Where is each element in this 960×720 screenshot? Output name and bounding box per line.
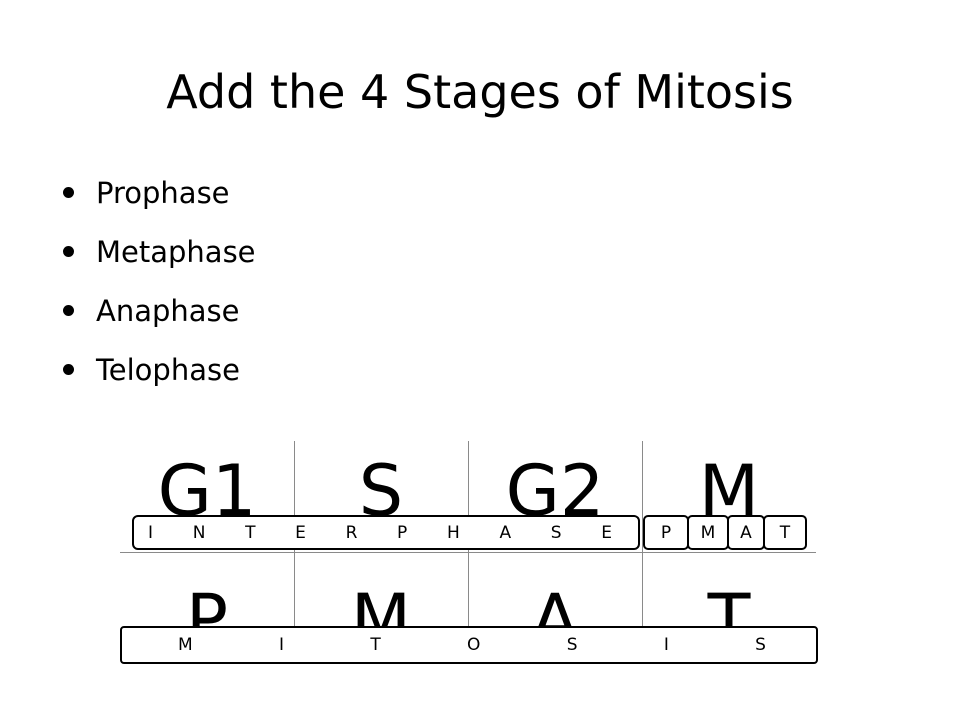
letter: S: [550, 522, 562, 543]
stage-label: Metaphase: [96, 235, 256, 269]
list-item: Prophase: [60, 176, 256, 210]
slide-title: Add the 4 Stages of Mitosis: [166, 65, 794, 119]
list-item: Anaphase: [60, 294, 256, 328]
cell-cycle-grid: [120, 441, 816, 663]
bullet-icon: [63, 246, 74, 257]
letter: M: [178, 635, 193, 655]
interphase-label-box: I N T E R P H A S E: [132, 515, 640, 550]
bullet-icon: [63, 364, 74, 375]
list-item: Metaphase: [60, 235, 256, 269]
pmat-box-t: T: [763, 515, 807, 550]
letter: M: [700, 522, 716, 543]
letter: E: [601, 522, 612, 543]
letter: P: [660, 522, 672, 543]
letter: N: [192, 522, 206, 543]
bullet-icon: [63, 187, 74, 198]
list-item: Telophase: [60, 353, 256, 387]
letter: E: [295, 522, 306, 543]
stage-label: Prophase: [96, 176, 230, 210]
bullet-icon: [63, 305, 74, 316]
letter: A: [499, 522, 512, 543]
grid-line: [120, 552, 816, 553]
letter: I: [663, 635, 669, 655]
letter: P: [397, 522, 408, 543]
letter: T: [779, 522, 791, 543]
letter: O: [467, 635, 481, 655]
letter: A: [740, 522, 752, 543]
stage-list: Prophase Metaphase Anaphase Telophase: [60, 176, 256, 412]
pmat-box-a: A: [727, 515, 765, 550]
letter: S: [755, 635, 766, 655]
mitosis-label-box: M I T O S I S: [120, 626, 818, 664]
pmat-box-m: M: [687, 515, 729, 550]
letter: R: [345, 522, 358, 543]
letter: T: [245, 522, 256, 543]
pmat-box-p: P: [643, 515, 689, 550]
letter: S: [566, 635, 578, 655]
stage-label: Telophase: [96, 353, 240, 387]
letter: H: [446, 522, 460, 543]
letter: T: [370, 635, 381, 655]
letter: I: [148, 522, 154, 543]
pmat-label-boxes: P M A T: [643, 515, 807, 550]
stage-label: Anaphase: [96, 294, 240, 328]
letter: I: [278, 635, 284, 655]
